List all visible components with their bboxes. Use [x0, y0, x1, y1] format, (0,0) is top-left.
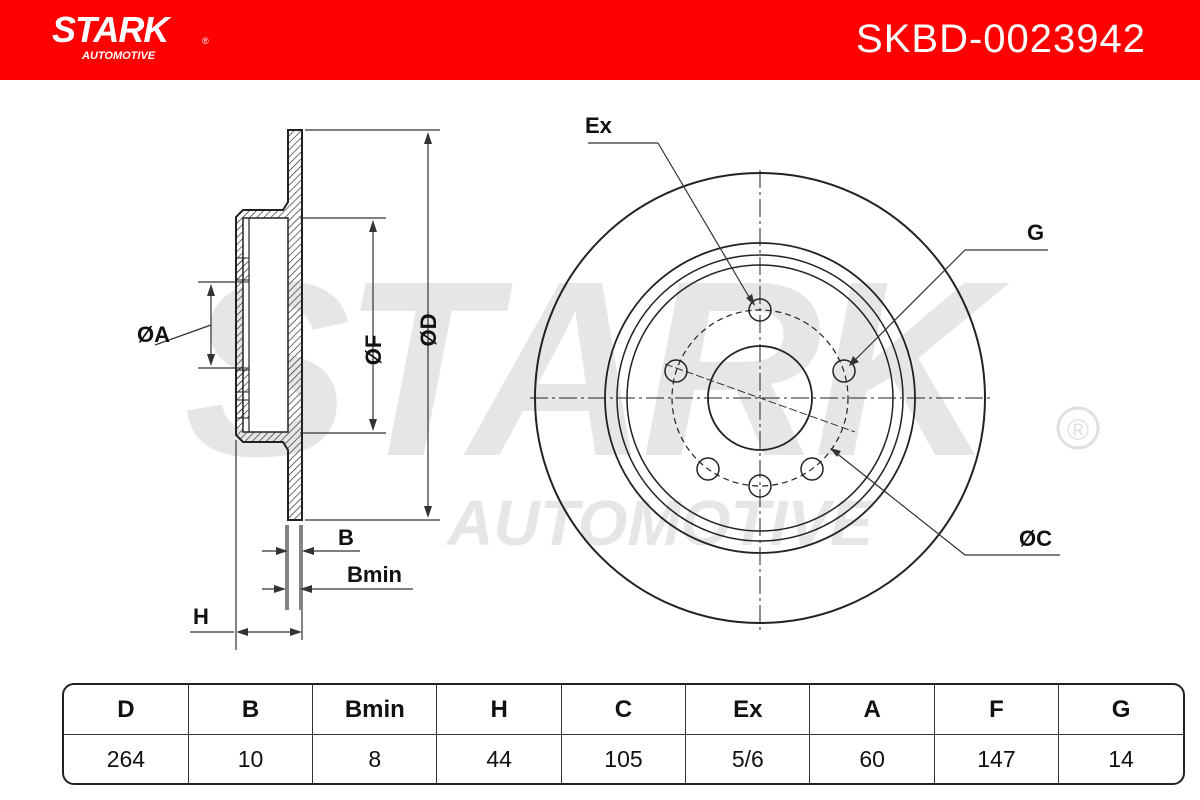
hub-bore-hatch-bottom — [235, 367, 250, 393]
label-pitch-circle-c: ØC — [1019, 526, 1052, 551]
spec-value-cell: 10 — [187, 734, 313, 783]
logo-subtitle: AUTOMOTIVE — [82, 50, 156, 62]
stark-logo: STARK AUTOMOTIVE ® — [52, 9, 209, 63]
spec-value-cell: 60 — [809, 734, 935, 783]
disc-side-profile — [235, 129, 303, 521]
side-dimension-labels: ØA ØF ØD B Bmin H — [137, 314, 441, 630]
label-height-h: H — [193, 604, 209, 629]
bolt-hole — [800, 457, 824, 481]
header-bar: STARK AUTOMOTIVE ® SKBD-0023942 — [0, 0, 1200, 80]
label-diameter-d: ØD — [416, 314, 441, 347]
watermark: STARK AUTOMOTIVE ® — [184, 229, 1100, 559]
spec-value-cell: 44 — [436, 734, 562, 783]
logo-reg-mark: ® — [202, 36, 209, 46]
disc-front-view — [530, 170, 990, 630]
bolt-hole — [664, 359, 688, 383]
spec-header-cell: A — [809, 685, 935, 736]
label-hole-diameter-g: G — [1027, 220, 1044, 245]
watermark-subtitle: AUTOMOTIVE — [445, 487, 875, 559]
label-thickness-b: B — [338, 525, 354, 550]
part-number: SKBD-0023942 — [856, 17, 1146, 61]
label-bolt-holes: Ex — [585, 113, 613, 138]
watermark-reg-ring — [1056, 406, 1100, 450]
technical-drawing: STARK AUTOMOTIVE ® — [137, 113, 1100, 650]
spec-header-row: D B Bmin H C Ex A F G — [64, 685, 1183, 736]
front-dimension-labels: Ex G ØC — [585, 113, 1052, 551]
disc-hub-inner — [242, 217, 289, 433]
side-dimensions — [154, 129, 440, 650]
logo-brand: STARK — [52, 9, 169, 50]
hub-bore-hatch-top — [235, 257, 250, 283]
spec-header-cell: B — [187, 685, 313, 736]
label-min-thickness: Bmin — [347, 562, 402, 587]
spec-header-cell: F — [933, 685, 1059, 736]
spec-value-cell: 5/6 — [685, 734, 810, 783]
spec-header-cell: D — [64, 685, 189, 736]
bolt-hole — [696, 457, 720, 481]
bolt-hole — [832, 359, 856, 383]
bolt-axis — [664, 363, 856, 433]
spec-header-cell: Bmin — [312, 685, 437, 736]
spec-value-cell: 264 — [106, 745, 146, 772]
hub-small-hatch — [235, 399, 250, 419]
spec-header-cell: G — [1058, 685, 1183, 736]
spec-header-cell: Ex — [685, 685, 810, 736]
spec-value-cell: 147 — [933, 734, 1059, 783]
spec-table: D B Bmin H C Ex A F G 264 10 8 44 105 5/… — [62, 683, 1185, 785]
spec-header-cell: H — [436, 685, 562, 736]
spec-value-row: 264 10 8 44 105 5/6 60 147 14 — [64, 734, 1183, 783]
watermark-reg-mark: ® — [1067, 414, 1089, 447]
spec-value-cell: 14 — [1058, 734, 1183, 783]
watermark-brand: STARK — [184, 229, 1010, 508]
label-diameter-f: ØF — [361, 335, 386, 366]
front-leaders — [588, 142, 1060, 556]
label-diameter-a: ØA — [137, 322, 170, 347]
spec-header-cell: C — [560, 685, 686, 736]
spec-value-cell: 105 — [560, 734, 686, 783]
spec-value-cell: 8 — [312, 734, 437, 783]
